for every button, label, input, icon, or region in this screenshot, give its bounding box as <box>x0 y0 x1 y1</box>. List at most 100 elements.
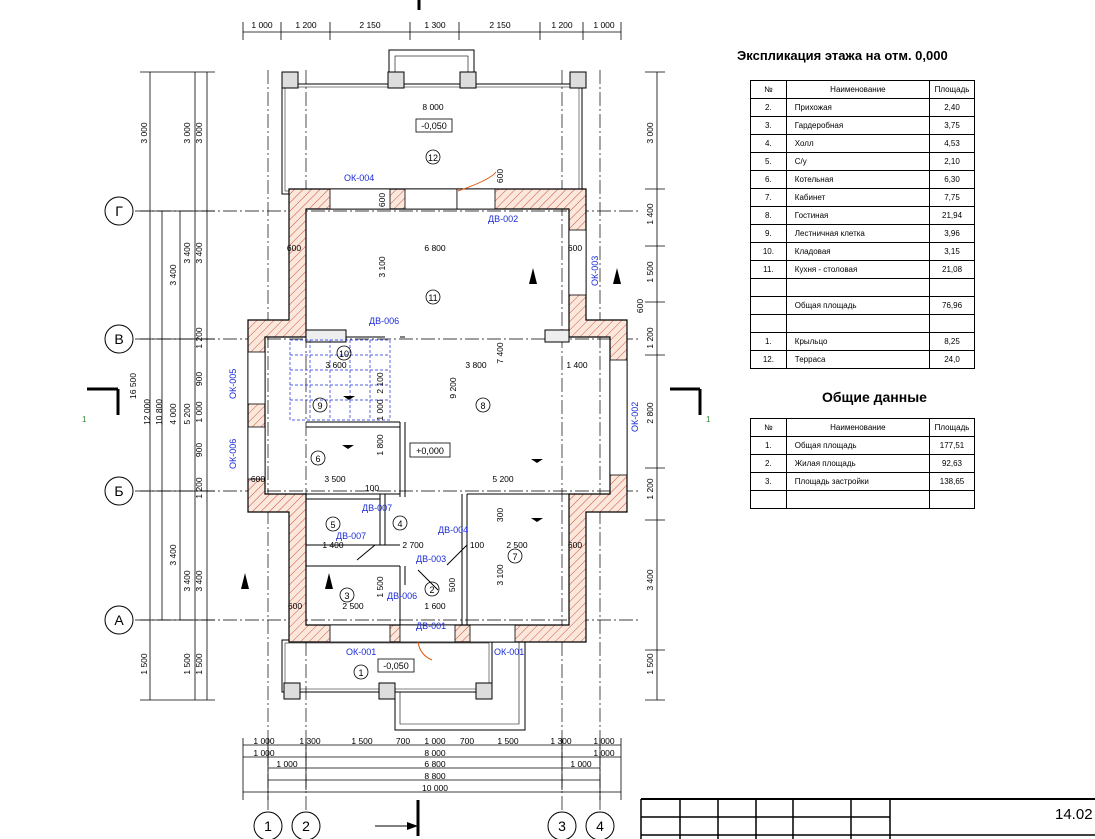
dim-bot-4: 700 <box>396 736 410 746</box>
dim-int-22: 100 <box>365 483 379 493</box>
opening-ok-005: ОК-005 <box>228 369 238 399</box>
room-8: 8 <box>480 401 485 411</box>
table-header-cell: Площадь <box>929 418 975 437</box>
explication-title: Экспликация этажа на отм. 0,000 <box>737 48 948 63</box>
dim-bot3-2: 6 800 <box>424 759 446 769</box>
dim-int-5: 3 100 <box>377 256 387 278</box>
opening-dv-002: ДВ-002 <box>488 214 518 224</box>
cell-number: 8. <box>750 206 787 225</box>
dim-left-7: 4 000 <box>168 403 178 425</box>
cell-number: 6. <box>750 170 787 189</box>
dim-right-1: 3 000 <box>645 122 655 144</box>
dim-bot2-2: 8 000 <box>424 748 446 758</box>
room-5: 5 <box>330 520 335 530</box>
cell-name <box>785 314 931 333</box>
cell-number: 2. <box>750 454 787 473</box>
cell-name <box>785 490 931 509</box>
dim-int-32: 600 <box>635 299 645 313</box>
dim-top-5: 2 150 <box>489 20 511 30</box>
room-10: 10 <box>339 349 349 359</box>
dim-bot5-1: 10 000 <box>422 783 448 793</box>
dim-int-8: 3 600 <box>325 360 347 370</box>
table-row <box>750 278 975 297</box>
dim-bot-1: 1 000 <box>253 736 275 746</box>
opening-dv-004: ДВ-004 <box>438 525 468 535</box>
dim-bot2-3: 1 000 <box>593 748 615 758</box>
dim-bot4-1: 8 800 <box>424 771 446 781</box>
cell-name: Прихожая <box>785 98 931 117</box>
cell-area: 138,65 <box>929 472 975 491</box>
dim-int-25: 500 <box>447 578 457 592</box>
dim-left-5: 10 800 <box>154 399 164 425</box>
dim-left-14: 3 400 <box>194 242 204 264</box>
opening-ok-003: ОК-003 <box>590 256 600 286</box>
cell-area: 4,53 <box>929 134 975 153</box>
room-6: 6 <box>315 454 320 464</box>
cell-number <box>750 296 787 315</box>
cell-number: 2. <box>750 98 787 117</box>
dim-bot3-1: 1 000 <box>276 759 298 769</box>
dim-bot-3: 1 500 <box>351 736 373 746</box>
level-porch: -0,050 <box>383 661 409 671</box>
level-labels: -0,050 +0,000 -0,050 <box>383 121 447 671</box>
cell-name: Крыльцо <box>785 332 931 351</box>
dim-left-6: 3 400 <box>168 264 178 286</box>
cell-area: 92,63 <box>929 454 975 473</box>
porch <box>281 639 526 731</box>
section-label-left: 1 <box>82 415 87 424</box>
dim-top-3: 2 150 <box>359 20 381 30</box>
dim-int-12: 2 100 <box>375 372 385 394</box>
dim-top-7: 1 000 <box>593 20 615 30</box>
cell-area: 76,96 <box>929 296 975 315</box>
axis-3: 3 <box>558 818 566 834</box>
cell-name: Общая площадь <box>785 436 931 455</box>
dim-int-30: 600 <box>568 540 582 550</box>
dim-left-10: 5 200 <box>182 403 192 425</box>
dim-int-24: 300 <box>495 508 505 522</box>
cell-area: 3,15 <box>929 242 975 261</box>
opening-dv-007-b: ДВ-007 <box>336 531 366 541</box>
room-11: 11 <box>428 293 437 303</box>
title-block-grid <box>640 798 1095 839</box>
dim-int-27: 3 100 <box>495 564 505 586</box>
level-terrace: -0,050 <box>421 121 447 131</box>
opening-ok-001-b: ОК-001 <box>494 647 524 657</box>
dim-left-12: 3 000 <box>182 122 192 144</box>
room-1: 1 <box>358 668 363 678</box>
grid-axes <box>135 70 640 810</box>
table-row <box>750 314 975 333</box>
cell-number: 11. <box>750 260 787 279</box>
cell-area: 2,10 <box>929 152 975 171</box>
dim-left-3: 1 500 <box>139 653 149 675</box>
cell-name: Гардеробная <box>785 116 931 135</box>
dim-int-9: 1 400 <box>566 360 588 370</box>
cell-number: 7. <box>750 188 787 207</box>
dimension-texts: 1 000 1 200 2 150 1 300 2 150 1 200 1 00… <box>128 20 655 793</box>
cell-number: 10. <box>750 242 787 261</box>
dim-left-19: 1 200 <box>194 477 204 499</box>
cell-number <box>750 314 787 333</box>
dim-int-26: 1 500 <box>375 576 385 598</box>
dim-bot-2: 1 300 <box>299 736 321 746</box>
opening-ok-001-a: ОК-001 <box>346 647 376 657</box>
axis-bubbles <box>104 196 615 839</box>
cell-number: 5. <box>750 152 787 171</box>
cell-name: Лестничная клетка <box>785 224 931 243</box>
dim-int-10: 9 200 <box>448 377 458 399</box>
dim-top-6: 1 200 <box>551 20 573 30</box>
section-markers <box>87 387 702 836</box>
room-7: 7 <box>512 552 517 562</box>
level-boxes <box>377 118 453 673</box>
dim-left-13: 3 000 <box>194 122 204 144</box>
dim-bot-8: 1 300 <box>550 736 572 746</box>
dim-right-3: 1 500 <box>645 261 655 283</box>
table-header-cell: № <box>750 80 787 99</box>
